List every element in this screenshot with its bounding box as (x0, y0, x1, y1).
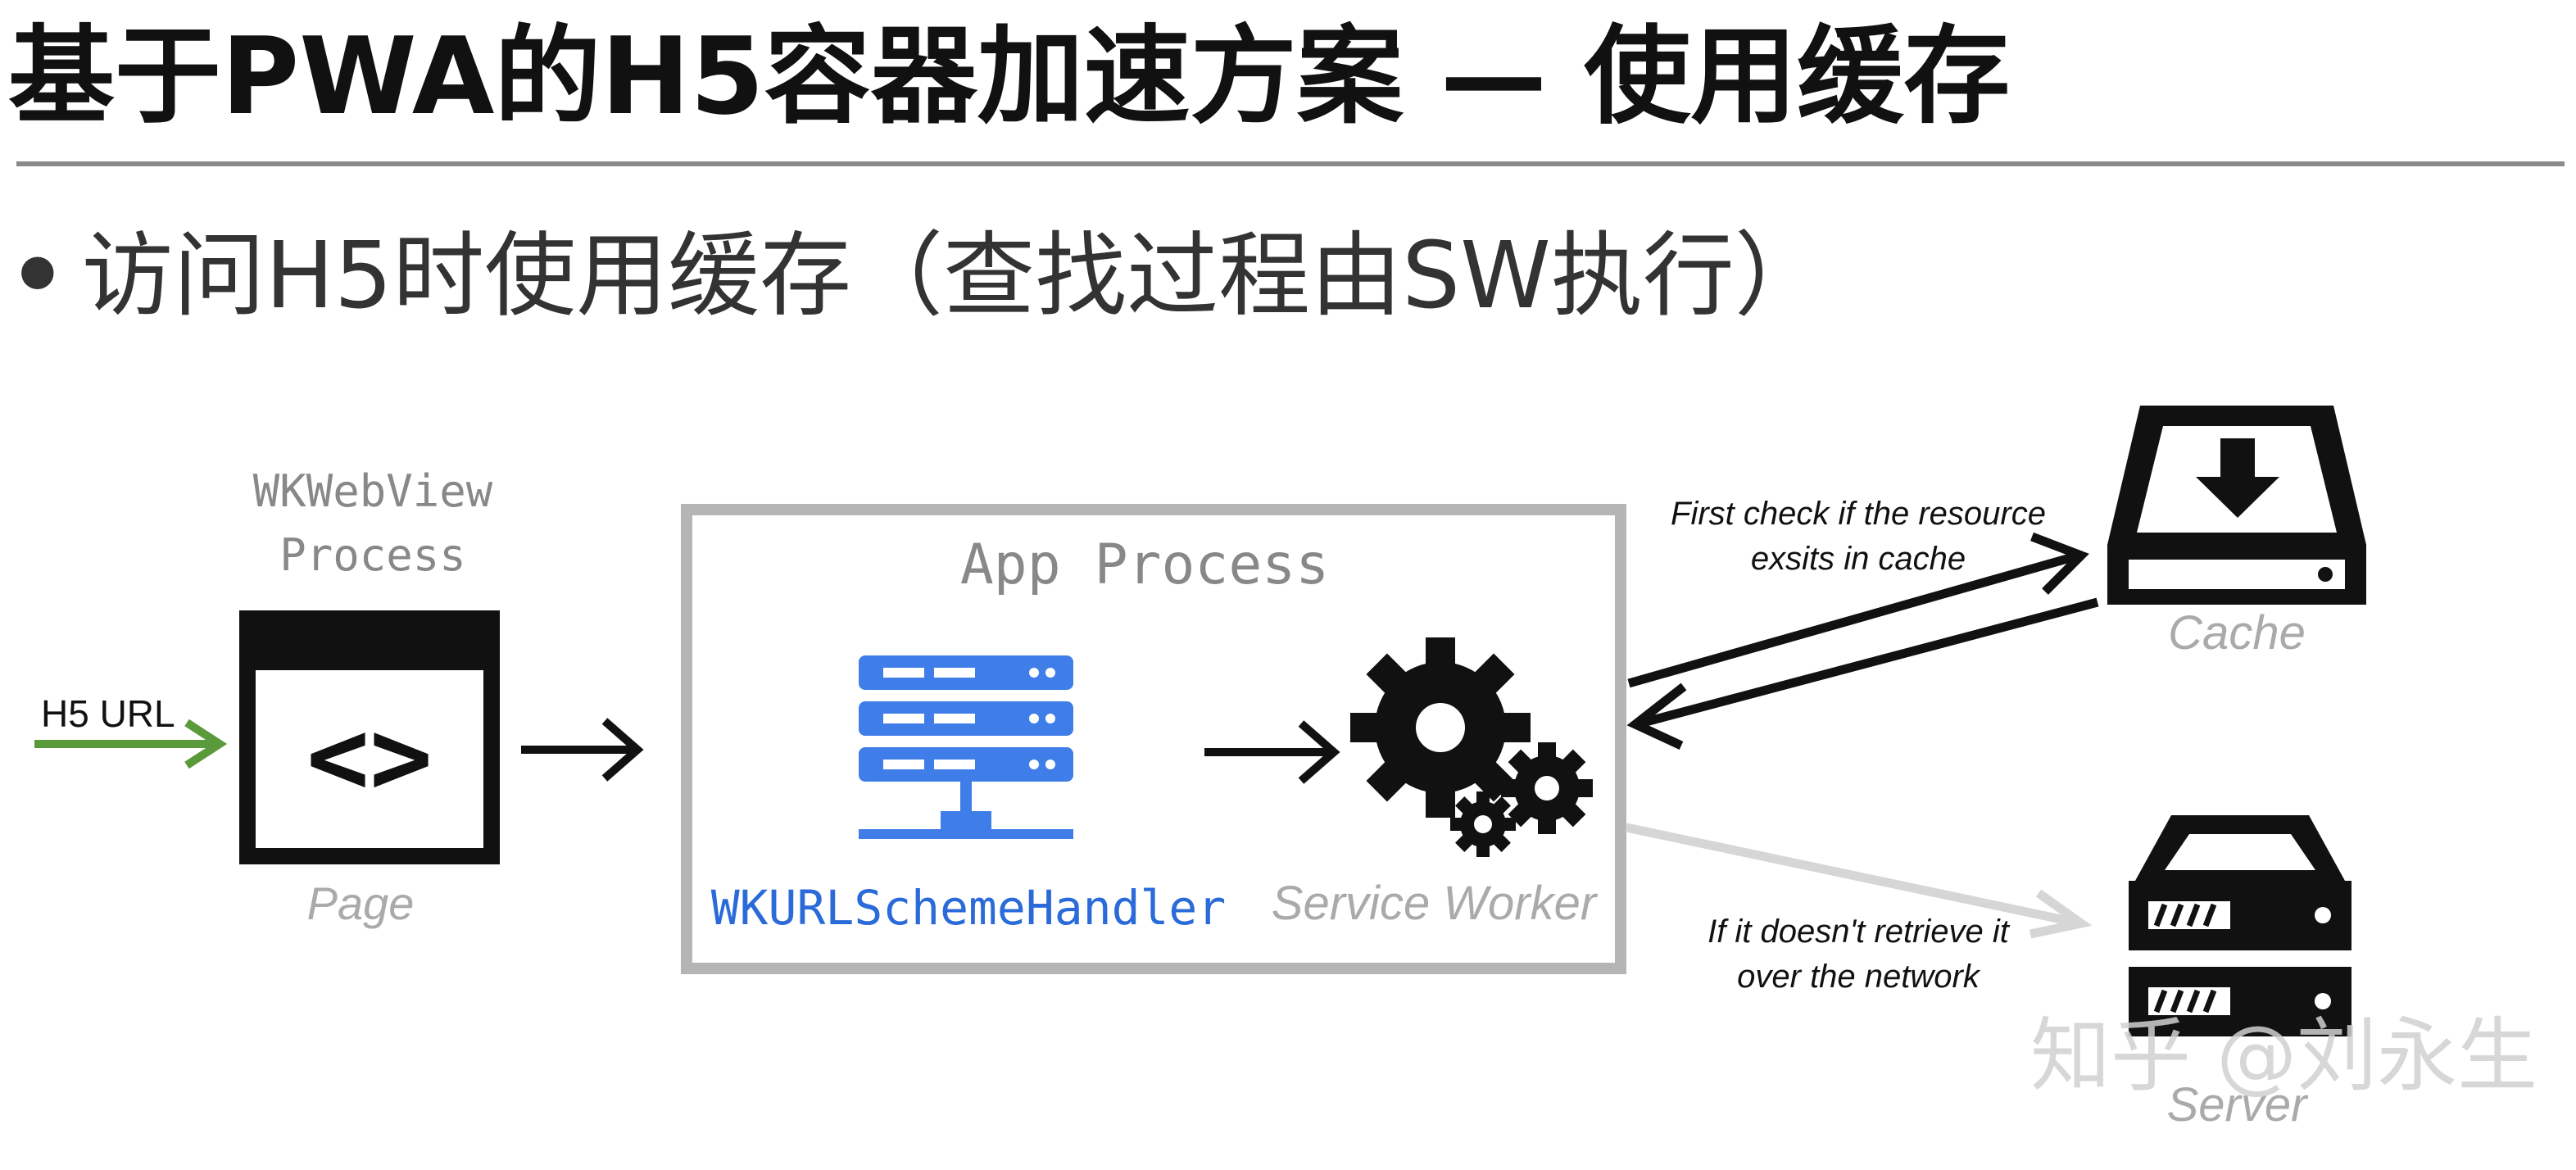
watermark: 知乎 @刘永生 (2030, 1009, 2537, 1103)
page-to-app-arrow-head (601, 718, 644, 782)
cache-drive-icon (2107, 406, 2366, 605)
app-process-label: App Process (960, 533, 1329, 597)
server-icon (2129, 815, 2352, 1036)
gears-icon (1350, 637, 1593, 857)
webview-process-line2: Process (279, 529, 466, 581)
code-page-icon: <> (239, 610, 500, 864)
webview-process-line1: WKWebView (253, 465, 493, 517)
input-arrow-head (184, 719, 228, 769)
sw-to-server-arrow-head (2029, 889, 2093, 939)
input-label: H5 URL (41, 692, 175, 735)
cache-note-line2: exsits in cache (1751, 541, 1966, 577)
sw-to-cache-arrow (1627, 552, 2075, 688)
cache-to-sw-arrow (1641, 597, 2099, 728)
bullet-point: •访问H5时使用缓存（查找过程由SW执行） (8, 215, 1826, 338)
cache-label: Cache (2168, 606, 2306, 660)
service-worker-label: Service Worker (1272, 877, 1599, 930)
bullet-text: 访问H5时使用缓存（查找过程由SW执行） (81, 223, 1826, 329)
server-label: Server (2167, 1078, 2310, 1131)
scheme-handler-label: WKURLSchemeHandler (711, 880, 1227, 936)
network-note-line1: If it doesn't retrieve it (1708, 914, 2011, 950)
server-stack-icon (859, 655, 1073, 839)
app-process-box (681, 504, 1626, 974)
page-glyph: <> (306, 696, 433, 819)
sw-to-server-arrow (1625, 823, 2075, 927)
page-title: 基于PWA的H5容器加速方案 — 使用缓存 (8, 14, 2011, 138)
cache-note-line1: First check if the resource (1671, 496, 2046, 532)
page-label: Page (307, 878, 415, 929)
cache-to-sw-arrow-head (1626, 682, 1687, 750)
network-note-line2: over the network (1737, 959, 1981, 995)
handler-to-sw-arrow-head (1298, 720, 1340, 784)
bullet-dot: • (8, 223, 67, 329)
sw-to-cache-arrow-head (2030, 532, 2089, 595)
title-divider (16, 161, 2565, 166)
